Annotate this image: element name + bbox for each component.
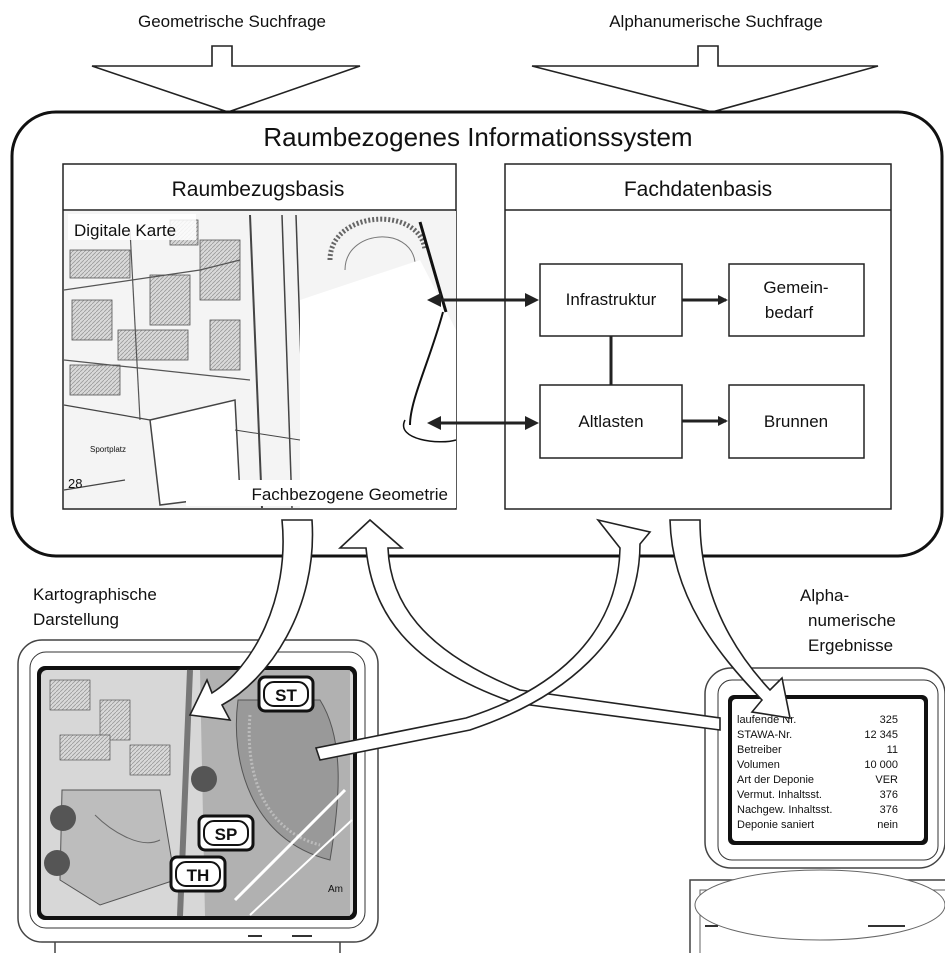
map-label-28: 28 [68, 476, 82, 491]
alphanumeric-query-arrow [531, 45, 879, 113]
fachdatenbasis-title: Fachdatenbasis [624, 178, 772, 201]
digital-map-label: Digitale Karte [74, 221, 176, 240]
result-row-key: Deponie saniert [737, 819, 814, 831]
result-row-key: Betreiber [737, 744, 782, 756]
result-row-key: Vermut. Inhaltsst. [737, 789, 822, 801]
digital-map-image: Sportplatz 28 [63, 211, 457, 509]
result-row-key: Art der Deponie [737, 774, 814, 786]
result-row-value: 376 [880, 789, 898, 801]
geometric-query-label: Geometrische Suchfrage [138, 12, 326, 31]
alphanumeric-query-label: Alphanumerische Suchfrage [609, 12, 823, 31]
result-row-value: 10 000 [864, 759, 898, 771]
flow-arrow-data-to-results [669, 519, 792, 719]
cartographic-label-line2: Darstellung [33, 610, 119, 629]
alphanumeric-results-label-line3: Ergebnisse [808, 636, 893, 655]
result-row-value: VER [875, 774, 898, 786]
cartographic-monitor: ST SP TH Am [17, 639, 379, 953]
gemeinbedarf-label-line1: Gemein- [763, 278, 828, 297]
result-row-key: Nachgew. Inhaltsst. [737, 804, 832, 816]
gemeinbedarf-box [728, 263, 865, 337]
badge-th: TH [187, 866, 210, 885]
flow-arrow-display-to-data [314, 518, 652, 761]
altlasten-label: Altlasten [578, 412, 643, 431]
result-row-value: nein [877, 819, 898, 831]
geometry-label: Fachbezogene Geometrie [251, 485, 448, 504]
badge-sp: SP [215, 825, 238, 844]
brunnen-box [728, 384, 865, 459]
infrastruktur-label: Infrastruktur [566, 290, 657, 309]
flow-arrow-results-to-map [337, 518, 721, 731]
flow-arrow-map-to-display [188, 519, 314, 721]
alphanumeric-results-label-line2: numerische [808, 611, 896, 630]
map-label-am: Am [328, 884, 343, 895]
result-row-value: 12 345 [864, 729, 898, 741]
result-row-value: 11 [887, 744, 898, 756]
result-row-key: Volumen [737, 759, 780, 771]
alphanumeric-results-label-line1: Alpha- [800, 586, 849, 605]
result-row-value: 376 [880, 804, 898, 816]
result-row-key: STAWA-Nr. [737, 729, 792, 741]
geometric-query-arrow [91, 45, 361, 113]
gemeinbedarf-label-line2: bedarf [765, 303, 813, 322]
cartographic-label-line1: Kartographische [33, 585, 157, 604]
raumbezugsbasis-title: Raumbezugsbasis [172, 178, 345, 201]
result-row-value: 325 [880, 714, 898, 726]
alphanumeric-monitor [689, 667, 945, 953]
results-table: laufende Nr. 325 STAWA-Nr. 12 345 Betrei… [737, 714, 898, 831]
badge-st: ST [275, 686, 297, 705]
system-title: Raumbezogenes Informationssystem [263, 122, 692, 152]
map-label-sportplatz: Sportplatz [90, 445, 126, 454]
brunnen-label: Brunnen [764, 412, 828, 431]
